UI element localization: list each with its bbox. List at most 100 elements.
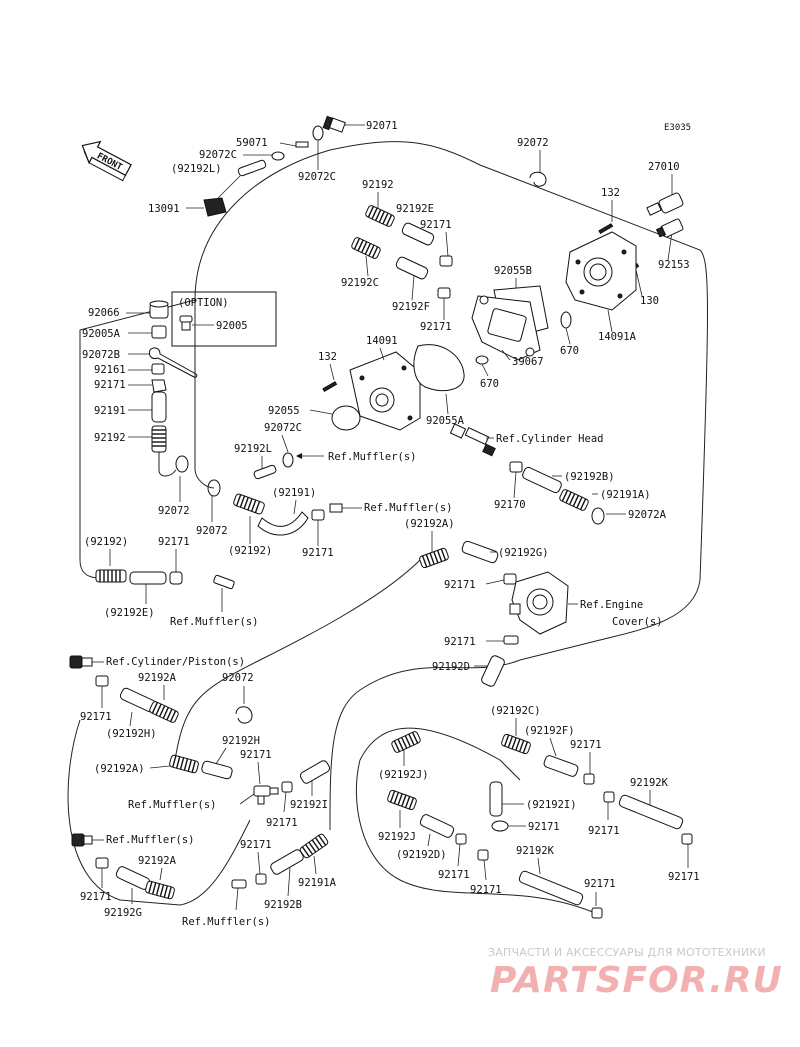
label-92072-left2: 92072 <box>196 525 228 537</box>
label-92171-c: 92171 <box>94 379 126 391</box>
label-92055: 92055 <box>268 405 300 417</box>
label-92072-left: 92072 <box>158 505 190 517</box>
label-92192g-par: (92192G) <box>498 547 549 559</box>
label-92072-top: 92072 <box>517 137 549 149</box>
pin-59071 <box>295 141 309 148</box>
clamp-92171-low1 <box>95 675 109 687</box>
label-92072b: 92072B <box>82 349 120 361</box>
hose-92192l <box>237 159 267 177</box>
clamp-92072a <box>591 507 605 525</box>
clamp-92072c-left <box>271 151 285 161</box>
label-92192a-par-low: (92192A) <box>94 763 145 775</box>
spring-hose-92192-top <box>365 205 395 227</box>
label-92192d-par: (92192D) <box>396 849 447 861</box>
option-label: (OPTION) <box>178 297 229 309</box>
label-92171-rt2: 92171 <box>528 821 560 833</box>
label-92072c-mid: 92072C <box>264 422 302 434</box>
label-39067: 39067 <box>512 356 544 368</box>
label-92171-bot1: 92171 <box>80 891 112 903</box>
hose-92192g-bot <box>115 866 151 890</box>
label-92192-par-mid: (92192) <box>228 545 272 557</box>
ref-muffler-5: Ref.Muffler(s) <box>106 834 195 846</box>
clamp-92072-left <box>175 455 189 473</box>
spring-hose-92192a-par-low <box>169 754 199 774</box>
fitting-ref-muffler-5 <box>71 833 93 847</box>
label-92072c-a: 92072C <box>199 149 237 161</box>
label-92192c-par: (92192C) <box>490 705 541 717</box>
label-92171-low3: 92171 <box>266 817 298 829</box>
hose-92192i <box>299 760 331 784</box>
hose-92192f-par <box>543 755 579 777</box>
fitting-ref-cyl-piston <box>69 655 93 669</box>
label-670-b: 670 <box>480 378 499 390</box>
spring-hose-92192c-par <box>501 733 531 755</box>
label-92192-par-left: (92192) <box>84 536 128 548</box>
watermark-caption: ЗАПЧАСТИ И АКСЕССУАРЫ ДЛЯ МОТОТЕХНИКИ <box>488 946 766 959</box>
routing-loop-right <box>359 727 521 781</box>
clamp-92171-bot4 <box>477 849 489 861</box>
hose-92192e-par <box>129 571 167 585</box>
clamp-92171-c <box>151 379 167 393</box>
clamp-92171-rt4 <box>681 833 693 845</box>
clamp-92171-b <box>437 287 451 299</box>
clamp-92170 <box>509 461 523 473</box>
label-92171-eng: 92171 <box>444 579 476 591</box>
ref-muffler-2: Ref.Muffler(s) <box>364 502 453 514</box>
label-92171-a: 92171 <box>420 219 452 231</box>
ref-cyl-piston: Ref.Cylinder/Piston(s) <box>106 656 245 668</box>
label-92171-bot3: 92171 <box>438 869 470 881</box>
label-92171-b: 92171 <box>420 321 452 333</box>
tee-fitting-ref-muffler-4 <box>253 785 279 805</box>
hose-92192k-a <box>618 794 684 830</box>
hose-92191-bent <box>257 511 309 536</box>
watermark-logo: PARTSFOR.RU <box>490 960 783 1001</box>
ref-muffler-6: Ref.Muffler(s) <box>182 916 271 928</box>
clamp-92171-a <box>439 255 453 267</box>
label-92171-rt4: 92171 <box>668 871 700 883</box>
label-92192c-top: 92192C <box>341 277 379 289</box>
o-ring-670-a <box>560 311 572 329</box>
label-670-a: 670 <box>560 345 579 357</box>
cover-14091 <box>349 351 421 431</box>
label-92192b-par: (92192B) <box>564 471 615 483</box>
label-92192k-b: 92192K <box>516 845 555 857</box>
ref-muffler-1: Ref.Muffler(s) <box>328 451 417 463</box>
clamp-92171-eng <box>503 573 517 585</box>
bolt-132-mid <box>322 381 338 393</box>
routing-loop-top <box>194 141 708 661</box>
spring-hose-92192-left <box>151 425 167 453</box>
pipe-center-down <box>194 300 215 489</box>
engine-cover-part <box>509 571 569 635</box>
label-92191a-bot: 92191A <box>298 877 337 889</box>
label-92192i: 92192I <box>290 799 328 811</box>
cap-92066 <box>149 300 169 319</box>
label-92192e-top: 92192E <box>396 203 434 215</box>
clamp-92171-bot2 <box>255 873 267 885</box>
label-92055a: 92055A <box>426 415 465 427</box>
hose-92192d-par <box>419 814 455 838</box>
arrow-ref-muffler-1 <box>296 453 302 459</box>
ref-engine-cover-1: Ref.Engine <box>580 599 643 611</box>
clamp-92171-mid <box>311 509 325 521</box>
switch-27010 <box>646 192 684 216</box>
label-92072a: 92072A <box>628 509 667 521</box>
spring-hose-92192a-low <box>149 701 179 723</box>
label-92171-bot4: 92171 <box>470 884 502 896</box>
pipe-left-down <box>158 452 177 477</box>
spring-hose-92192-mid <box>233 493 265 515</box>
label-132-mid: 132 <box>318 351 337 363</box>
o-ring-92055 <box>331 405 361 431</box>
plug-13091 <box>203 197 227 217</box>
label-92005: 92005 <box>216 320 248 332</box>
hose-92192i-par <box>489 781 503 817</box>
label-92192-top: 92192 <box>362 179 394 191</box>
label-14091: 14091 <box>366 335 398 347</box>
fitting-ref-muffler-6 <box>231 879 247 889</box>
hose-92192h <box>201 760 233 780</box>
label-92072-low: 92072 <box>222 672 254 684</box>
label-92191: 92191 <box>94 405 126 417</box>
cover-14091a <box>565 231 637 311</box>
label-92192a-bot: 92192A <box>138 855 177 867</box>
label-92192a-low: 92192A <box>138 672 177 684</box>
bolt-132-top <box>598 223 614 235</box>
